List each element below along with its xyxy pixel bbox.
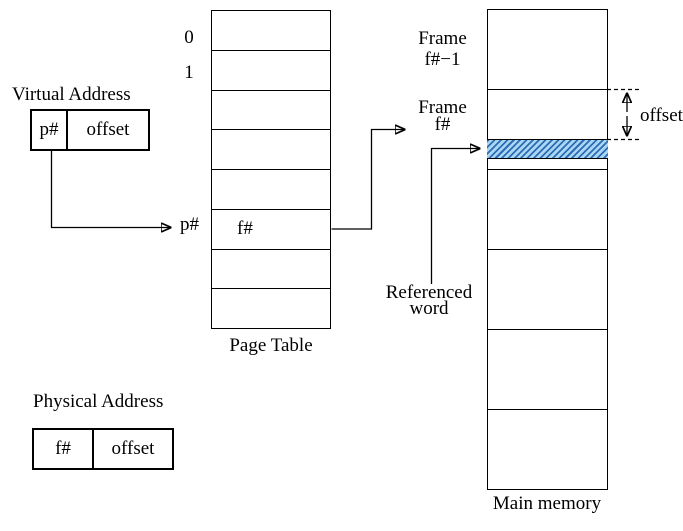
main-memory [487,9,608,490]
physical-address-title: Physical Address [33,391,164,412]
page-table-entry-row: f# [212,208,330,249]
page-table-entry-value: f# [237,218,253,240]
frame-prev-label-line1: Frame [418,28,467,49]
referenced-word-label-line1: Referenced [385,282,473,303]
frame-prev-label: Frame f#−1 [405,28,480,70]
virtual-address-page-number-field: p# [32,111,68,149]
main-memory-caption: Main memory [492,493,602,514]
page-table-caption: Page Table [229,335,313,356]
frame-prev-label-line2: f#−1 [424,49,461,70]
memory-frame [488,409,607,489]
virtual-address-title: Virtual Address [12,84,131,105]
memory-frame-f [488,89,607,169]
memory-frame [488,329,607,409]
referenced-word-label-line2: word [409,298,449,319]
page-table-row [212,89,330,130]
page-table-row [212,11,330,50]
frame-current-label: Frame f# [405,97,480,135]
page-table-index-0: 0 [184,27,194,48]
page-table-row [212,288,330,328]
virtual-address-box: p# offset [30,109,150,151]
virtual-address-offset-field: offset [86,119,130,140]
referenced-word-hatched-cell [487,139,608,159]
physical-address-frame-number-field: f# [34,430,94,468]
page-table: f# [211,10,331,329]
memory-frame [488,169,607,249]
page-table-row [212,49,330,90]
frame-current-label-line1: Frame [418,97,467,118]
memory-frame [488,249,607,329]
page-table-lookup-label: p# [180,214,199,235]
offset-span-label: offset [640,105,683,126]
page-table-row [212,248,330,289]
physical-address-box: f# offset [32,428,174,470]
arrow-virtual-p-to-page-table [50,151,171,228]
arrow-referenced-word-to-hatch [430,149,480,284]
page-table-index-1: 1 [184,62,194,83]
page-table-row [212,129,330,169]
referenced-word-label: Referenced word [375,282,483,319]
memory-frame [488,10,607,89]
frame-current-label-line2: f# [434,114,451,135]
page-table-row [212,169,330,209]
physical-address-offset-field: offset [111,438,155,459]
arrow-page-table-entry-to-frame [331,130,405,230]
